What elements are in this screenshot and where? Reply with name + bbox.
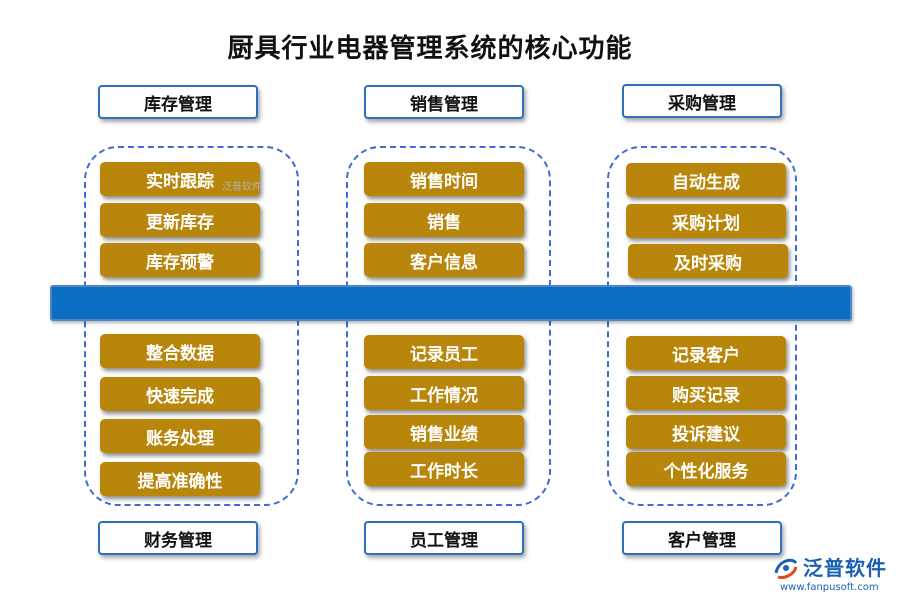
- item-work-status: 工作情况: [364, 376, 524, 410]
- item-purchase-plan: 采购计划: [626, 204, 786, 238]
- header-customer-management: 客户管理: [622, 521, 782, 555]
- header-employee-management: 员工管理: [364, 521, 524, 555]
- logo-name: 泛普软件: [803, 556, 887, 580]
- item-real-time-tracking: 实时跟踪: [100, 162, 260, 196]
- item-purchase-records: 购买记录: [626, 376, 786, 410]
- group-outline-column-2: [346, 146, 551, 506]
- item-working-hours: 工作时长: [364, 452, 524, 486]
- watermark-text: 泛普软件: [222, 182, 262, 193]
- item-integrate-data: 整合数据: [100, 334, 260, 368]
- item-update-inventory: 更新库存: [100, 203, 260, 237]
- item-sales-time: 销售时间: [364, 162, 524, 196]
- item-improve-accuracy: 提高准确性: [100, 462, 260, 496]
- item-complaints-suggestions: 投诉建议: [626, 415, 786, 449]
- item-auto-generate: 自动生成: [626, 163, 786, 197]
- item-sales: 销售: [364, 203, 524, 237]
- item-personalized-service: 个性化服务: [626, 452, 786, 486]
- item-timely-purchase: 及时采购: [628, 244, 788, 278]
- group-outline-column-3: [607, 146, 797, 506]
- item-quick-complete: 快速完成: [100, 377, 260, 411]
- group-outline-column-1: [84, 146, 299, 506]
- header-finance-management: 财务管理: [98, 521, 258, 555]
- header-purchase-management: 采购管理: [622, 84, 782, 118]
- item-record-customers: 记录客户: [626, 336, 786, 370]
- header-sales-management: 销售管理: [364, 85, 524, 119]
- header-inventory-management: 库存管理: [98, 85, 258, 119]
- item-customer-info: 客户信息: [364, 243, 524, 277]
- central-band: [50, 285, 852, 321]
- item-sales-performance: 销售业绩: [364, 415, 524, 449]
- item-accounting-processing: 账务处理: [100, 419, 260, 453]
- brand-logo: 泛普软件: [772, 552, 887, 581]
- diagram-title: 厨具行业电器管理系统的核心功能: [227, 34, 633, 64]
- item-inventory-warning: 库存预警: [100, 243, 260, 277]
- item-record-employees: 记录员工: [364, 335, 524, 369]
- logo-swirl-icon: [772, 553, 800, 581]
- logo-url: www.fanpusoft.com: [780, 582, 879, 593]
